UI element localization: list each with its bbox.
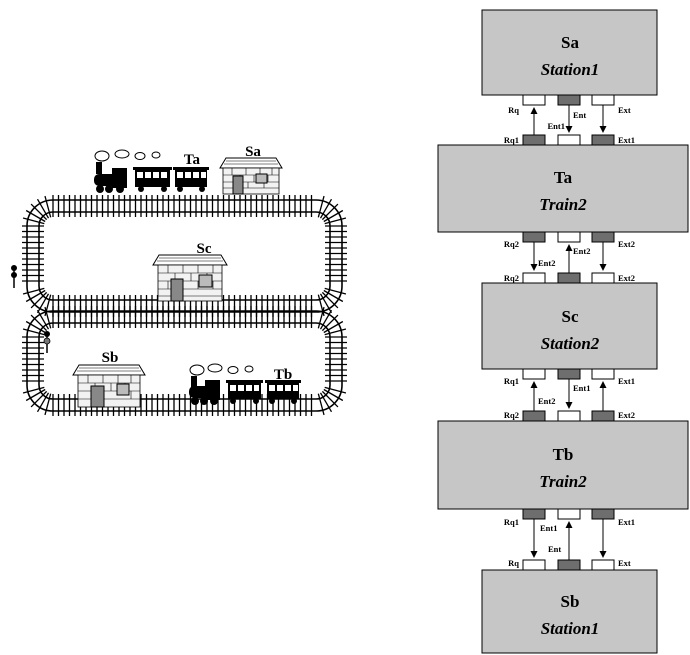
component-type-ta: Train2: [539, 195, 587, 214]
port-rq1: [523, 369, 545, 379]
port-rq1: [523, 135, 545, 145]
station-building-icon: [153, 255, 227, 301]
connector-sc-tb: Rq1 Ent1 Ext1 Rq2 Ent2 Ext2: [504, 369, 635, 421]
component-name-ta: Ta: [554, 168, 573, 187]
port-rq2: [523, 411, 545, 421]
component-box-sa: Sa Station1: [482, 10, 657, 95]
port-label: Ext1: [618, 517, 635, 527]
station-label-sa: Sa: [245, 144, 261, 160]
component-name-sa: Sa: [561, 33, 579, 52]
port-label: Ent1: [540, 523, 557, 533]
component-box-sc: Sc Station2: [482, 283, 657, 369]
port-rq2: [523, 232, 545, 242]
port-label: Ext2: [618, 273, 635, 283]
signal-icon: [44, 331, 50, 353]
port-label: Ext2: [618, 239, 635, 249]
port-label: Ent1: [548, 121, 565, 131]
port-label: Ext1: [618, 135, 635, 145]
railway-scene: Sa Ta: [11, 144, 347, 416]
port-ent2: [558, 232, 580, 242]
port-ext: [592, 95, 614, 105]
connector-sa-ta: Rq Ent Ext Rq1 Ent1 Ext1: [504, 95, 635, 145]
port-rq1: [523, 509, 545, 519]
port-label: Ent2: [538, 396, 555, 406]
port-ext1: [592, 509, 614, 519]
port-label: Ext: [618, 558, 631, 568]
architecture-diagram: Sa Station1 Ta Train2 Sc Station2 Tb Tra…: [438, 10, 688, 653]
port-label: Ent: [573, 110, 586, 120]
port-ext1: [592, 369, 614, 379]
component-type-tb: Train2: [539, 472, 587, 491]
port-ent1: [558, 509, 580, 519]
port-label: Ext2: [618, 410, 635, 420]
signal-icon: [11, 265, 17, 288]
component-box-ta: Ta Train2: [438, 145, 688, 232]
port-label: Ent2: [538, 258, 555, 268]
component-type-sc: Station2: [541, 334, 600, 353]
port-ent2: [558, 273, 580, 283]
port-ext: [592, 560, 614, 570]
port-label: Rq1: [504, 135, 519, 145]
port-label: Rq2: [504, 273, 519, 283]
port-ext2: [592, 232, 614, 242]
port-ent1: [558, 369, 580, 379]
port-label: Ext: [618, 105, 631, 115]
port-label: Rq1: [504, 376, 519, 386]
port-ent1: [558, 135, 580, 145]
component-box-tb: Tb Train2: [438, 421, 688, 509]
port-label: Rq: [508, 105, 519, 115]
connector-tb-sb: Rq1 Ent1 Ext1 Rq Ent Ext: [504, 509, 635, 570]
port-label: Rq2: [504, 239, 519, 249]
port-label: Ent1: [573, 383, 590, 393]
port-rq2: [523, 273, 545, 283]
port-ent: [558, 95, 580, 105]
port-ext1: [592, 135, 614, 145]
port-rq: [523, 560, 545, 570]
station-label-sb: Sb: [102, 350, 119, 366]
component-type-sb: Station1: [541, 619, 600, 638]
component-type-sa: Station1: [541, 60, 600, 79]
port-label: Ent: [548, 544, 561, 554]
port-ent2: [558, 411, 580, 421]
station-label-sc: Sc: [197, 241, 212, 257]
port-label: Ext1: [618, 376, 635, 386]
port-label: Rq2: [504, 410, 519, 420]
component-name-sc: Sc: [562, 307, 579, 326]
port-ext2: [592, 273, 614, 283]
port-ent: [558, 560, 580, 570]
train-label-ta: Ta: [184, 152, 201, 168]
train-label-tb: Tb: [274, 367, 292, 383]
component-name-sb: Sb: [561, 592, 580, 611]
port-ext2: [592, 411, 614, 421]
port-label: Ent2: [573, 246, 590, 256]
component-name-tb: Tb: [553, 445, 574, 464]
port-label: Rq1: [504, 517, 519, 527]
port-label: Rq: [508, 558, 519, 568]
component-box-sb: Sb Station1: [482, 570, 657, 653]
station-building-icon: [220, 158, 282, 194]
port-rq: [523, 95, 545, 105]
station-building-icon: [73, 365, 145, 407]
connector-ta-sc: Rq2 Ent2 Ext2 Rq2 Ent2 Ext2: [504, 232, 635, 283]
